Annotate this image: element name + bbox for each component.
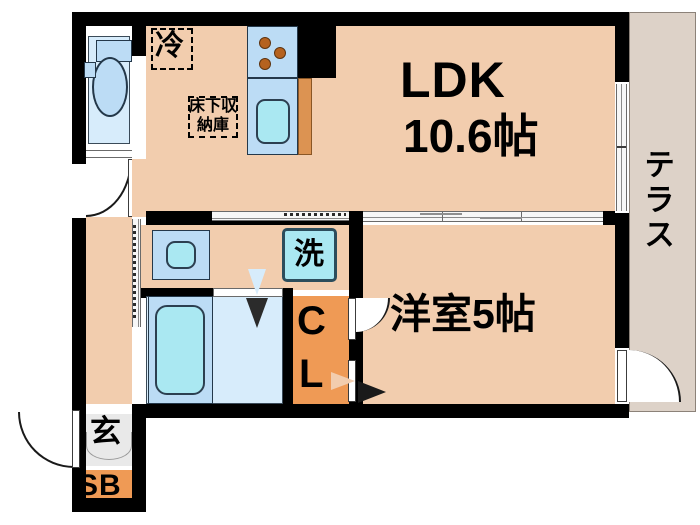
ldk-window-center-mark	[617, 146, 626, 148]
closet-folding-door[interactable]	[331, 372, 386, 403]
washroom-door-dotted-track	[133, 225, 136, 321]
kitchen-stove	[247, 26, 298, 78]
ldk-floor	[146, 26, 615, 211]
hallway-floor	[86, 217, 132, 404]
entrance-door-leaf[interactable]	[72, 410, 80, 468]
exterior-wall-top	[72, 12, 629, 26]
kitchen-sink-basin	[256, 99, 290, 144]
exterior-wall-left-upper	[72, 12, 86, 164]
ldk-size-label: 10.6帖	[403, 110, 539, 162]
exterior-wall-bottom	[132, 404, 629, 418]
underfloor-storage-box	[188, 96, 238, 138]
vanity-basin-icon	[166, 241, 196, 269]
entrance-door-swing[interactable]	[18, 412, 74, 468]
kitchen-counter-wood	[298, 78, 312, 155]
stove-burner-1	[259, 37, 271, 49]
toilet-door-sill	[86, 150, 132, 158]
refrigerator-dashed-box	[151, 28, 193, 70]
bathroom-folding-door[interactable]	[246, 269, 268, 328]
bathroom-folding-door-glyph	[246, 298, 268, 328]
washroom-slide-rail	[212, 218, 349, 219]
toilet-door-swing[interactable]	[86, 159, 132, 217]
sliding-panel-inset-2	[480, 217, 522, 219]
washer-label: 洗	[294, 238, 324, 271]
closet-folding-door-glyph	[358, 381, 386, 403]
bathroom-folding-door-inner	[248, 269, 266, 295]
refrigerator-label: 冷	[155, 30, 185, 62]
bedroom-door-leaf[interactable]	[348, 298, 356, 340]
stove-burner-2	[274, 47, 286, 59]
stove-burner-3	[259, 58, 271, 70]
sliding-panel-divider-1	[442, 211, 443, 222]
entrance-step-strip	[86, 404, 132, 414]
terrace-area	[629, 12, 696, 412]
ldk-bedroom-sliding-door[interactable]	[363, 211, 603, 222]
bedroom-floor	[363, 225, 615, 404]
bedroom-wall-stub	[603, 211, 615, 225]
bedroom-label: 洋室5帖	[390, 291, 536, 337]
sliding-panel-inset-1	[420, 213, 462, 215]
ldk-washroom-corner-wall	[146, 211, 212, 225]
washroom-sliding-door[interactable]	[132, 219, 141, 327]
bedroom-terrace-door-leaf[interactable]	[617, 350, 627, 402]
underfloor-storage-label-line2: 納庫	[196, 117, 229, 134]
entrance-step-arc	[86, 432, 132, 460]
bathroom-top-wall	[141, 288, 251, 298]
terrace-label: テラス	[639, 148, 674, 253]
sliding-panel-divider-2	[521, 211, 522, 222]
shoe-box-label: SB	[78, 469, 122, 502]
hallway-floor-upper	[132, 159, 146, 217]
toilet-bowl-icon	[92, 57, 128, 117]
ldk-washroom-sliding-door[interactable]	[212, 211, 349, 221]
washroom-slide-dotted-track	[284, 213, 346, 216]
closet-label-c: C	[297, 299, 326, 343]
kitchen-divider-wall-right	[298, 26, 336, 78]
washroom-door-rail	[138, 219, 139, 327]
closet-folding-door-inner	[331, 372, 355, 390]
entrance-wall-bottom	[72, 498, 146, 512]
shoe-box-area	[86, 470, 132, 498]
ldk-name-label: LDK	[400, 52, 506, 108]
closet-label-l: L	[299, 352, 324, 396]
closet-left-wall	[283, 288, 293, 404]
washer-space	[282, 228, 337, 282]
exterior-wall-left-mid	[72, 218, 86, 418]
toilet-handle-icon	[84, 62, 96, 78]
underfloor-storage-label-line1: 床下収	[188, 98, 237, 115]
bathtub-basin-icon	[155, 305, 205, 395]
entrance-wall-right	[132, 404, 146, 512]
